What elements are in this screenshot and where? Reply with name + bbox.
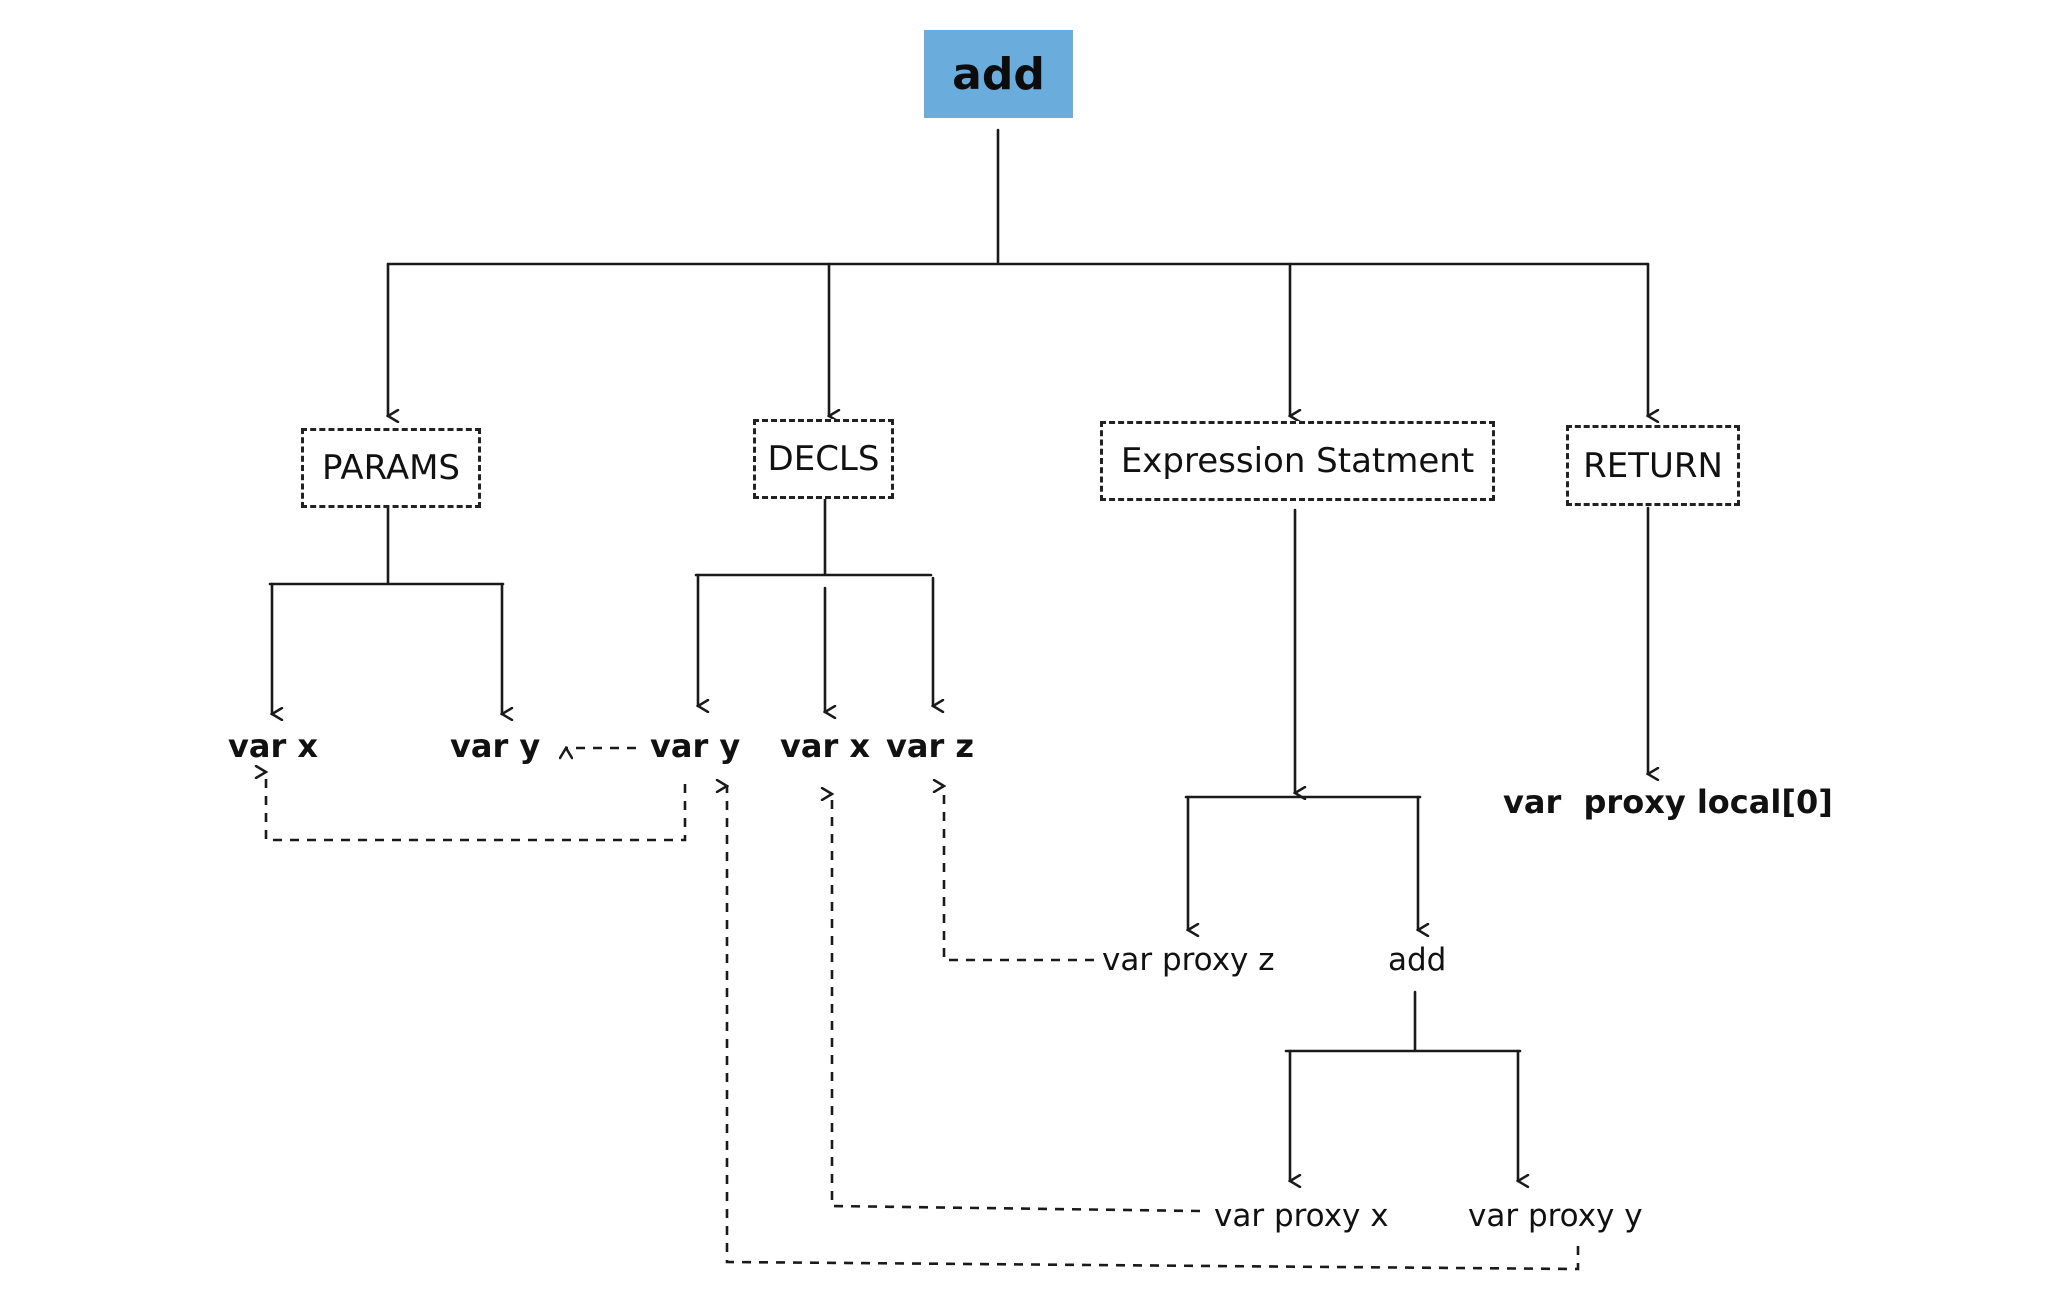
decls-var-z: var z [886, 727, 974, 765]
expression-statement-node-label: Expression Statment [1120, 441, 1475, 481]
params-var-x: var x [228, 727, 319, 765]
add-var-proxy-x: var proxy x [1214, 1198, 1389, 1234]
ref-proxy-y-to-decls-y [727, 786, 1580, 1271]
expression-add: add [1388, 942, 1447, 978]
expression-statement-node: Expression Statment [1100, 421, 1495, 501]
expression-var-proxy-z: var proxy z [1102, 942, 1275, 978]
params-node-label: PARAMS [321, 448, 460, 488]
params-var-y: var y [450, 727, 541, 765]
decls-node: DECLS [753, 419, 894, 499]
return-var-proxy-local: var proxy local[0] [1503, 783, 1833, 821]
return-node-label: RETURN [1583, 445, 1723, 486]
decls-var-x: var x [780, 727, 871, 765]
params-node: PARAMS [301, 428, 481, 508]
ref-proxy-z-to-decls-z [944, 786, 1094, 962]
root-node-label: add [952, 48, 1045, 100]
decls-var-y: var y [650, 727, 741, 765]
decls-node-label: DECLS [767, 439, 880, 479]
return-node: RETURN [1566, 425, 1740, 506]
ref-proxy-x-to-decls-x [832, 794, 1201, 1213]
add-var-proxy-y: var proxy y [1468, 1198, 1643, 1234]
ref-decls-y-to-params-x [266, 772, 687, 842]
root-node-add: add [924, 30, 1073, 118]
